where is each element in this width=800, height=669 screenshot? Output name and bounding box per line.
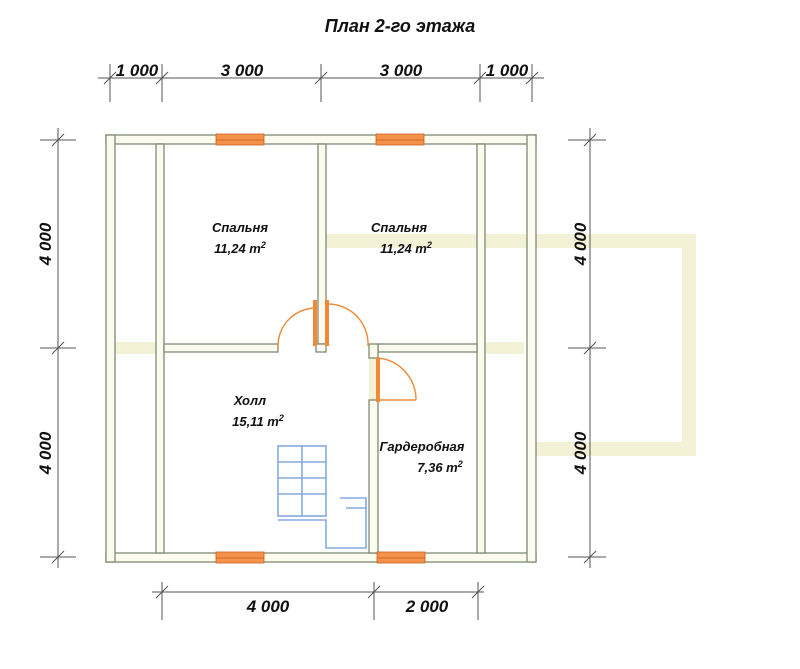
room-name: Гардеробная bbox=[380, 439, 465, 454]
room-area: 11,24 m2 bbox=[214, 240, 266, 256]
room-area: 11,24 m2 bbox=[380, 240, 432, 256]
room-bedroom-left: Спальня 11,24 m2 bbox=[212, 220, 268, 256]
dim-left-1: 4 000 bbox=[36, 222, 55, 266]
plan-title: План 2-го этажа bbox=[325, 16, 476, 36]
dim-right-2: 4 000 bbox=[571, 431, 590, 475]
dim-bottom-2: 2 000 bbox=[405, 597, 449, 616]
windows bbox=[215, 133, 426, 564]
room-area: 15,11 m2 bbox=[232, 413, 284, 429]
room-bedroom-right: Спальня 11,24 m2 bbox=[371, 220, 432, 256]
dim-bottom-1: 4 000 bbox=[246, 597, 290, 616]
balcony-outline bbox=[112, 234, 696, 456]
window-top-right bbox=[375, 133, 425, 146]
dim-left-2: 4 000 bbox=[36, 431, 55, 475]
dim-top-2: 3 000 bbox=[221, 61, 264, 80]
doors bbox=[277, 300, 417, 402]
room-hall: Холл 15,11 m2 bbox=[232, 393, 284, 429]
room-name: Холл bbox=[233, 393, 266, 408]
walls bbox=[105, 134, 537, 563]
room-name: Спальня bbox=[371, 220, 427, 235]
window-top-left bbox=[215, 133, 265, 146]
dim-top-1: 1 000 bbox=[116, 61, 159, 80]
dim-top-4: 1 000 bbox=[486, 61, 529, 80]
room-wardrobe: Гардеробная 7,36 m2 bbox=[380, 439, 465, 475]
window-bottom-right bbox=[376, 551, 426, 564]
dim-right-1: 4 000 bbox=[571, 222, 590, 266]
door-bedroom-left bbox=[277, 300, 317, 349]
room-area: 7,36 m2 bbox=[417, 459, 463, 475]
window-bottom-left bbox=[215, 551, 265, 564]
room-name: Спальня bbox=[212, 220, 268, 235]
dim-top-3: 3 000 bbox=[380, 61, 423, 80]
dimension-lines bbox=[40, 64, 606, 620]
watermark-logo bbox=[277, 445, 367, 549]
door-bedroom-right bbox=[325, 300, 369, 347]
door-wardrobe bbox=[376, 357, 417, 402]
